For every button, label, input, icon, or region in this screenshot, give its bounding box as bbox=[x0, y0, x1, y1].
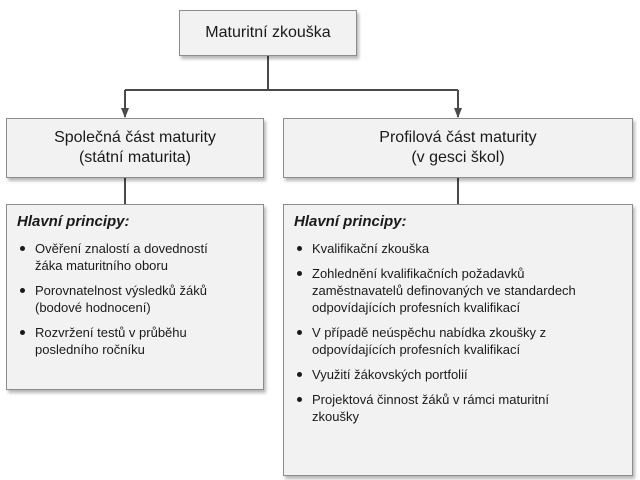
right-principles-label: Hlavní principy: bbox=[294, 213, 407, 230]
right-title-line1: Profilová část maturity bbox=[379, 129, 537, 146]
right-title-line2: (v gesci škol) bbox=[411, 149, 505, 166]
list-item-line: Kvalifikační zkouška bbox=[312, 241, 430, 256]
left-title-line1: Společná část maturity bbox=[54, 129, 216, 146]
list-item: Ověření znalostí a dovedností žáka matur… bbox=[20, 240, 255, 274]
right-principles-list: Kvalifikační zkouška Zohlednění kvalifik… bbox=[292, 240, 624, 425]
list-item-line: žáka maturitního oboru bbox=[35, 258, 168, 273]
list-item: Využití žákovských portfolií bbox=[297, 366, 624, 383]
list-item: Rozvržení testů v průběhu posledního roč… bbox=[20, 324, 255, 358]
list-item-line: posledního ročníku bbox=[35, 342, 145, 357]
root-title: Maturitní zkouška bbox=[205, 24, 331, 41]
list-item-line: Využití žákovských portfolií bbox=[312, 367, 468, 382]
list-item: V případě neúspěchu nabídka zkoušky z od… bbox=[297, 324, 624, 358]
left-principles-list: Ověření znalostí a dovedností žáka matur… bbox=[15, 240, 255, 358]
root-node: Maturitní zkouška bbox=[179, 10, 357, 56]
list-item-line: zkoušky bbox=[312, 409, 359, 424]
list-item-line: Projektová činnost žáků v rámci maturitn… bbox=[312, 392, 549, 407]
right-head-node: Profilová část maturity (v gesci škol) bbox=[283, 118, 633, 178]
left-head-node: Společná část maturity (státní maturita) bbox=[6, 118, 264, 178]
list-item-line: odpovídajících profesních kvalifikací bbox=[312, 300, 521, 315]
list-item-line: V případě neúspěchu nabídka zkoušky z bbox=[312, 325, 547, 340]
left-principles-label: Hlavní principy: bbox=[17, 213, 130, 230]
list-item: Projektová činnost žáků v rámci maturitn… bbox=[297, 391, 624, 425]
list-item-line: zaměstnavatelů definovaných ve standarde… bbox=[312, 283, 576, 298]
list-item-line: Porovnatelnost výsledků žáků bbox=[35, 283, 207, 298]
left-principles-box: Hlavní principy: Ověření znalostí a dove… bbox=[6, 204, 264, 390]
list-item-line: Ověření znalostí a dovedností bbox=[35, 241, 208, 256]
list-item-line: Rozvržení testů v průběhu bbox=[35, 325, 187, 340]
left-title-line2: (státní maturita) bbox=[78, 149, 191, 166]
list-item-line: odpovídajících profesních kvalifikací bbox=[312, 342, 521, 357]
list-item: Porovnatelnost výsledků žáků (bodové hod… bbox=[20, 282, 255, 316]
list-item-line: (bodové hodnocení) bbox=[35, 300, 151, 315]
right-principles-box: Hlavní principy: Kvalifikační zkouška Zo… bbox=[283, 204, 633, 476]
list-item: Zohlednění kvalifikačních požadavků zamě… bbox=[297, 265, 624, 316]
list-item: Kvalifikační zkouška bbox=[297, 240, 624, 257]
list-item-line: Zohlednění kvalifikačních požadavků bbox=[312, 266, 525, 281]
